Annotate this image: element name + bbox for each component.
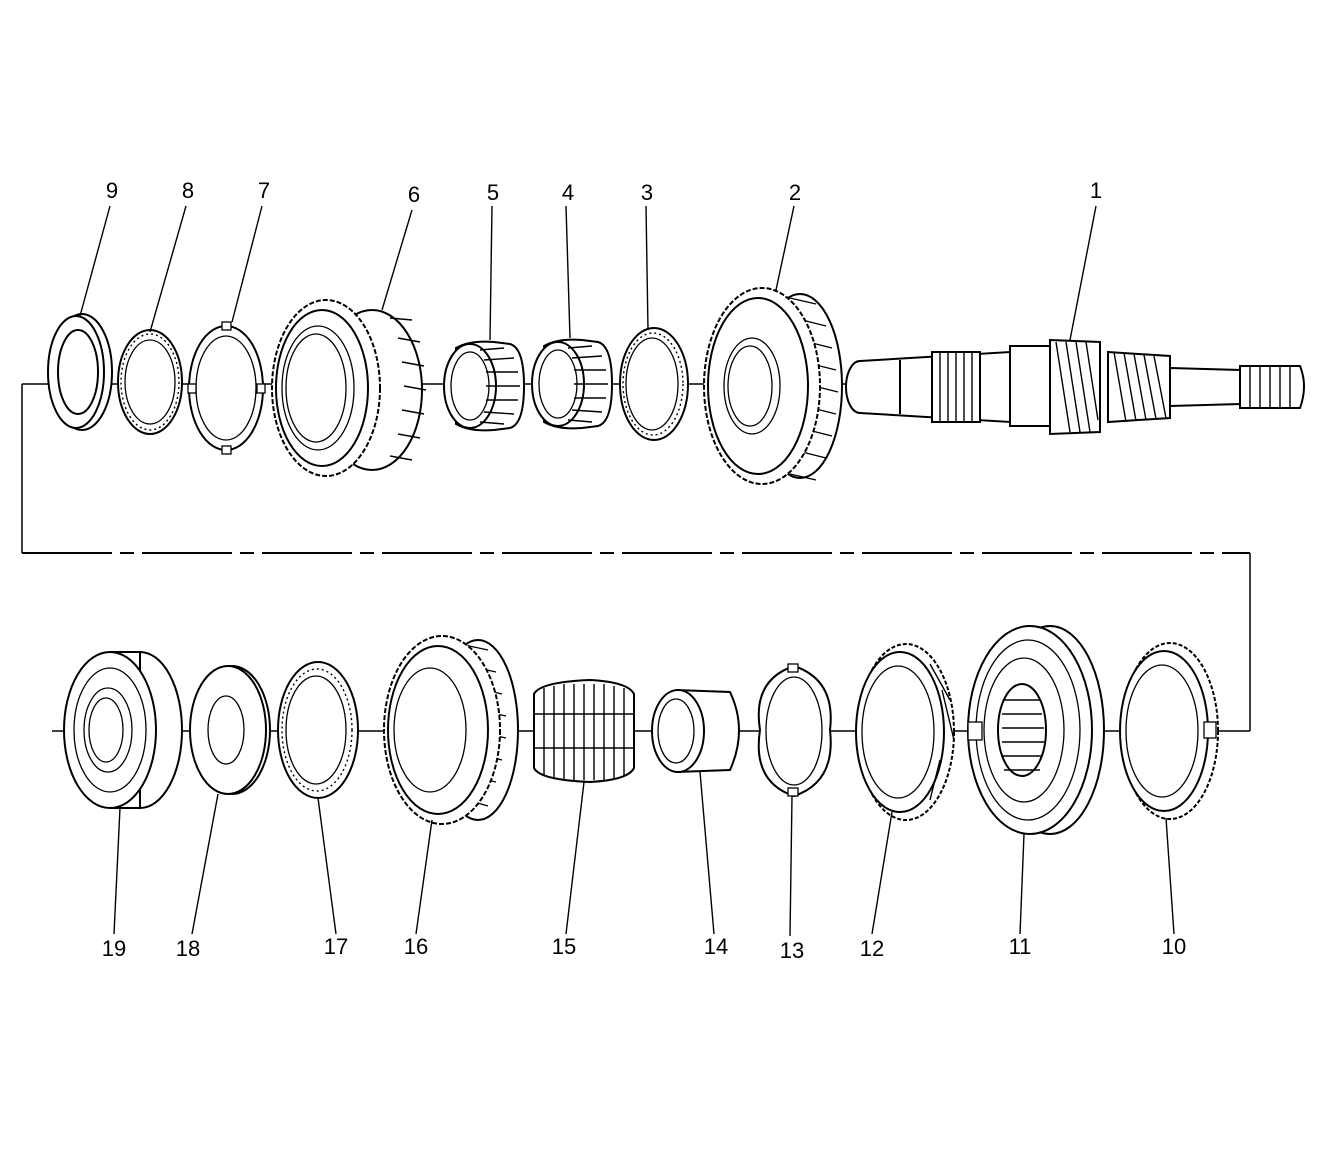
callout-1: 1 (1090, 178, 1102, 203)
callout-8: 8 (182, 178, 194, 203)
part-1-main-shaft (845, 338, 1305, 436)
callout-13: 13 (780, 938, 804, 963)
callout-18: 18 (176, 936, 200, 961)
part-14-sleeve (651, 689, 740, 773)
assembly-connector-line (21, 384, 1251, 731)
callout-10: 10 (1162, 934, 1186, 959)
part-8-needle-thrust-bearing (117, 329, 183, 435)
callout-16: 16 (404, 934, 428, 959)
part-9-thrust-washer (47, 313, 113, 431)
part-19-ball-bearing (63, 651, 183, 809)
callout-3: 3 (641, 180, 653, 205)
callout-7: 7 (258, 178, 270, 203)
part-18-washer (189, 665, 271, 795)
callout-5: 5 (487, 180, 499, 205)
callout-6: 6 (408, 182, 420, 207)
part-3-needle-thrust-bearing (619, 327, 689, 441)
part-17-needle-thrust-bearing (277, 661, 359, 799)
part-10-blocking-ring (1119, 642, 1219, 820)
leader-lines (79, 205, 1175, 937)
part-4-needle-bearing (531, 338, 614, 430)
callout-2: 2 (789, 180, 801, 205)
callout-12: 12 (860, 936, 884, 961)
part-2-helical-gear (703, 287, 843, 485)
callout-labels: 9 8 7 6 5 4 3 2 1 19 18 17 16 15 14 13 1… (102, 178, 1186, 963)
part-13-synchronizer-ring (757, 663, 832, 798)
part-5-needle-bearing (443, 340, 526, 432)
part-11-synchronizer-assembly (967, 625, 1105, 835)
callout-14: 14 (704, 934, 728, 959)
callout-9: 9 (106, 178, 118, 203)
part-7-synchronizer-ring (187, 321, 266, 455)
part-12-blocking-ring (855, 643, 955, 821)
callout-15: 15 (552, 934, 576, 959)
callout-17: 17 (324, 934, 348, 959)
callout-4: 4 (562, 180, 574, 205)
callout-11: 11 (1009, 934, 1032, 959)
part-16-helical-gear (383, 635, 519, 825)
part-6-helical-gear (271, 299, 427, 477)
callout-19: 19 (102, 936, 126, 961)
part-15-needle-roller-bearing (533, 678, 635, 784)
